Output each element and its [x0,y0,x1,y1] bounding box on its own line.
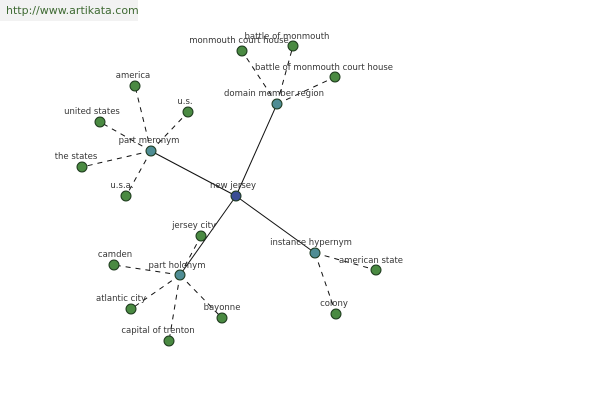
relation-label-part-holonym: part holonym [149,261,206,271]
leaf-node-united-states[interactable] [94,116,106,128]
leaf-node-camden[interactable] [108,259,120,271]
leaf-label-united-states: united states [64,107,120,117]
edge-domain-member-region [235,103,278,197]
center-label-new-jersey: new jersey [210,181,256,191]
relation-node-part-meronym[interactable] [145,145,157,157]
graph-edges [81,45,377,342]
leaf-node-u-s[interactable] [182,106,194,118]
relation-label-instance-hypernym: instance hypernym [270,238,352,248]
graph-labels: domain member region monmouth court house… [55,32,403,336]
edge-american-state [314,252,377,271]
edge-part-holonym [179,195,237,276]
leaf-label-bayonne: bayonne [204,303,241,313]
leaf-label-american-state: american state [339,256,403,266]
leaf-label-battle-of-monmouth: battle of monmouth [245,32,330,42]
edge-colony [314,252,337,315]
edge-u-s-a [125,150,152,197]
leaf-label-colony: colony [320,299,348,309]
leaf-node-america[interactable] [129,80,141,92]
leaf-label-america: america [116,71,150,81]
edge-bayonne [179,274,223,319]
relation-label-domain-member-region: domain member region [224,89,324,99]
relation-node-instance-hypernym[interactable] [309,247,321,259]
leaf-node-battle-of-monmouth-court-house[interactable] [329,71,341,83]
leaf-node-u-s-a[interactable] [120,190,132,202]
edge-battle-of-monmouth [276,45,294,105]
leaf-label-battle-of-monmouth-court-house: battle of monmouth court house [255,63,393,73]
edge-the-states [81,150,152,168]
leaf-label-jersey-city: jersey city [171,221,216,231]
edge-america [134,85,152,152]
edge-jersey-city [179,235,202,276]
edge-u-s [150,111,189,152]
leaf-node-monmouth-court-house[interactable] [236,45,248,57]
relation-node-part-holonym[interactable] [174,269,186,281]
edge-monmouth-court-house [241,50,278,105]
edge-capital-of-trenton [168,274,181,342]
relation-label-part-meronym: part meronym [119,136,180,146]
edge-camden [113,264,181,276]
center-node-new-jersey[interactable] [230,190,242,202]
edge-battle-of-monmouth-court-house [276,76,336,105]
leaf-node-the-states[interactable] [76,161,88,173]
leaf-label-atlantic-city: atlantic city [96,294,146,304]
watermark: http://www.artikata.com [0,0,139,21]
leaf-node-battle-of-monmouth[interactable] [287,40,299,52]
leaf-label-monmouth-court-house: monmouth court house [189,36,289,46]
leaf-label-u-s: u.s. [177,97,192,107]
leaf-node-colony[interactable] [330,308,342,320]
leaf-label-capital-of-trenton: capital of trenton [121,326,194,336]
leaf-label-the-states: the states [55,152,98,162]
leaf-node-jersey-city[interactable] [195,230,207,242]
leaf-node-capital-of-trenton[interactable] [163,335,175,347]
leaf-node-bayonne[interactable] [216,312,228,324]
leaf-node-american-state[interactable] [370,264,382,276]
edge-instance-hypernym [235,195,316,254]
leaf-node-atlantic-city[interactable] [125,303,137,315]
graph-nodes [76,40,382,347]
leaf-label-u-s-a: u.s.a. [110,181,133,191]
leaf-label-camden: camden [98,250,132,260]
relation-node-domain-member-region[interactable] [271,98,283,110]
edge-part-meronym [150,150,237,197]
